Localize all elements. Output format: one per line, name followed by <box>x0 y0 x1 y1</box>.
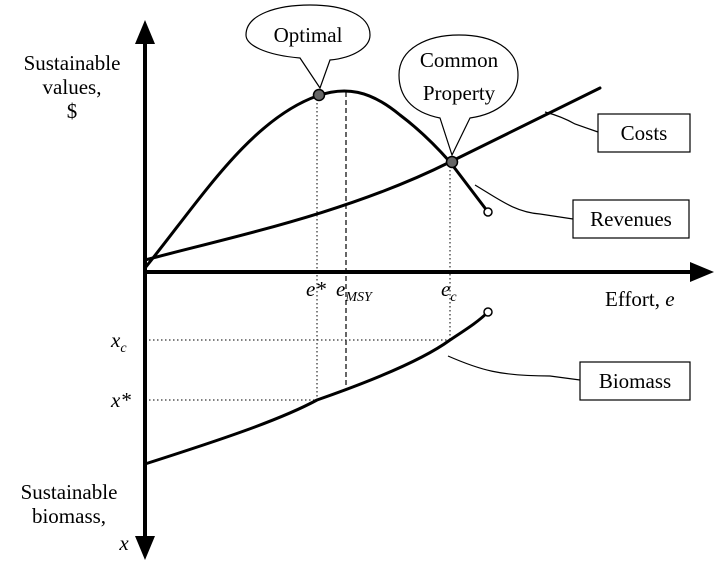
e-c-sub: c <box>450 290 457 305</box>
costs-leader <box>544 111 599 133</box>
optimal-callout: Optimal <box>245 4 371 90</box>
optimal-point <box>312 88 326 102</box>
e-c-tick: ec <box>441 277 457 305</box>
common-property-callout: Common Property <box>398 34 519 157</box>
y-top-line-3: $ <box>67 99 78 123</box>
x-axis-label: Effort, e <box>605 287 675 311</box>
y-bottom-var: x <box>118 531 129 555</box>
biomass-end-marker <box>483 307 493 317</box>
x-c-main: x <box>110 328 121 352</box>
y-bottom-label: Sustainable biomass, x <box>21 480 130 555</box>
y-top-label: Sustainable values, $ <box>24 51 121 123</box>
revenue-curve <box>143 89 490 270</box>
biomass-leader <box>447 355 581 381</box>
biomass-box: Biomass <box>579 361 691 401</box>
costs-box: Costs <box>597 113 691 153</box>
x-star-tick: x* <box>110 388 131 412</box>
common-label: Common <box>420 48 499 72</box>
revenues-label: Revenues <box>590 207 672 231</box>
e-msy-tick: eMSY <box>336 277 374 305</box>
common-property-point <box>445 155 459 169</box>
x-axis-label-text: Effort, e <box>605 287 675 311</box>
vertical-axis-down-arrow <box>135 536 155 560</box>
costs-label: Costs <box>621 121 668 145</box>
cost-line <box>143 86 602 262</box>
biomass-curve <box>143 310 490 466</box>
effort-axis-arrow <box>690 262 714 282</box>
property-label: Property <box>423 81 496 105</box>
x-axis-var: e <box>665 287 674 311</box>
e-c-main: e <box>441 277 450 301</box>
y-bottom-line-2: biomass, <box>32 504 106 528</box>
revenues-leader <box>474 184 574 220</box>
y-top-line-1: Sustainable <box>24 51 121 75</box>
y-top-line-2: values, <box>43 75 102 99</box>
x-axis-word: Effort, <box>605 287 660 311</box>
e-star-tick: e* <box>306 277 326 301</box>
x-c-tick: xc <box>110 328 127 356</box>
revenues-box: Revenues <box>572 199 690 239</box>
revenue-end-marker <box>483 207 493 217</box>
y-bottom-line-1: Sustainable <box>21 480 118 504</box>
biomass-label: Biomass <box>599 369 671 393</box>
vertical-axis-up-arrow <box>135 20 155 44</box>
e-msy-sub: MSY <box>344 290 374 305</box>
e-msy-main: e <box>336 277 345 301</box>
optimal-label: Optimal <box>274 23 343 47</box>
x-c-sub: c <box>120 341 127 356</box>
